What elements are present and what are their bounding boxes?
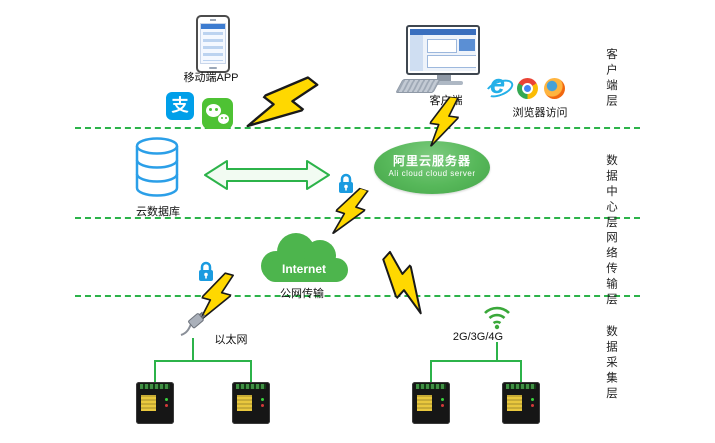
ie-glyph: e [490, 69, 506, 99]
smartphone-screen [200, 23, 226, 64]
double-arrow-icon [204, 160, 330, 190]
layer-divider-3 [75, 295, 640, 297]
layer-label-datacenter: 数据中心层 [605, 154, 617, 232]
keyboard-icon [395, 79, 441, 93]
layer-label-collection: 数据采集层 [605, 325, 617, 403]
connector-line [430, 360, 522, 362]
ethernet-icon [180, 311, 206, 336]
connector-line [154, 360, 252, 362]
layer-divider-2 [75, 217, 640, 219]
internet-label: Internet [282, 262, 326, 276]
browser-access-label: 浏览器访问 [512, 107, 568, 119]
lightning-icon-mobile-link [242, 62, 322, 148]
chrome-browser-icon [517, 78, 538, 99]
cellular-label: 2G/3G/4G [452, 331, 504, 343]
monitor-base [425, 81, 463, 85]
internet-cloud-icon: Internet [261, 233, 348, 282]
ali-cloud-server: 阿里云服务器 Ali cloud cloud server [374, 141, 490, 194]
database-icon [135, 137, 179, 197]
connector-line [430, 360, 432, 383]
firefox-browser-icon [544, 78, 565, 99]
lock-icon-cloud-side [199, 261, 213, 281]
server-name-en: Ali cloud cloud server [388, 169, 476, 178]
lightning-icon-client-link [427, 94, 462, 149]
monitor-screen [410, 29, 476, 71]
desktop-monitor-icon [406, 25, 480, 75]
connector-line [192, 338, 194, 361]
ethernet-label: 以太网 [214, 334, 248, 346]
alipay-glyph: 支 [171, 96, 189, 115]
cloud-db-label: 云数据库 [136, 206, 180, 218]
wechat-icon [202, 98, 233, 129]
connector-line [520, 360, 522, 383]
connector-line [154, 360, 156, 383]
collector-device-icon-2 [232, 382, 270, 424]
wifi-icon [484, 306, 510, 330]
ie-browser-icon: e [483, 69, 516, 101]
collector-device-icon-1 [136, 382, 174, 424]
monitor-stand [437, 75, 451, 81]
public-transmission-label: 公网传输 [280, 288, 324, 300]
alipay-icon: 支 [166, 92, 194, 120]
layer-label-network: 网络传输层 [605, 231, 617, 309]
layer-divider-1 [75, 127, 640, 129]
collector-device-icon-4 [502, 382, 540, 424]
server-name-cn: 阿里云服务器 [392, 154, 471, 168]
connector-line [250, 360, 252, 383]
lock-icon-server-side [339, 173, 353, 193]
connector-line [496, 342, 498, 361]
lightning-icon-server-cloud-link [329, 183, 372, 241]
mobile-app-label: 移动端APP [183, 72, 239, 84]
collector-device-icon-3 [412, 382, 450, 424]
lightning-icon-ethernet-link [195, 267, 237, 328]
smartphone-icon [196, 15, 230, 73]
lightning-icon-cellular-link [369, 248, 441, 317]
layer-label-client: 客户端层 [605, 48, 617, 110]
